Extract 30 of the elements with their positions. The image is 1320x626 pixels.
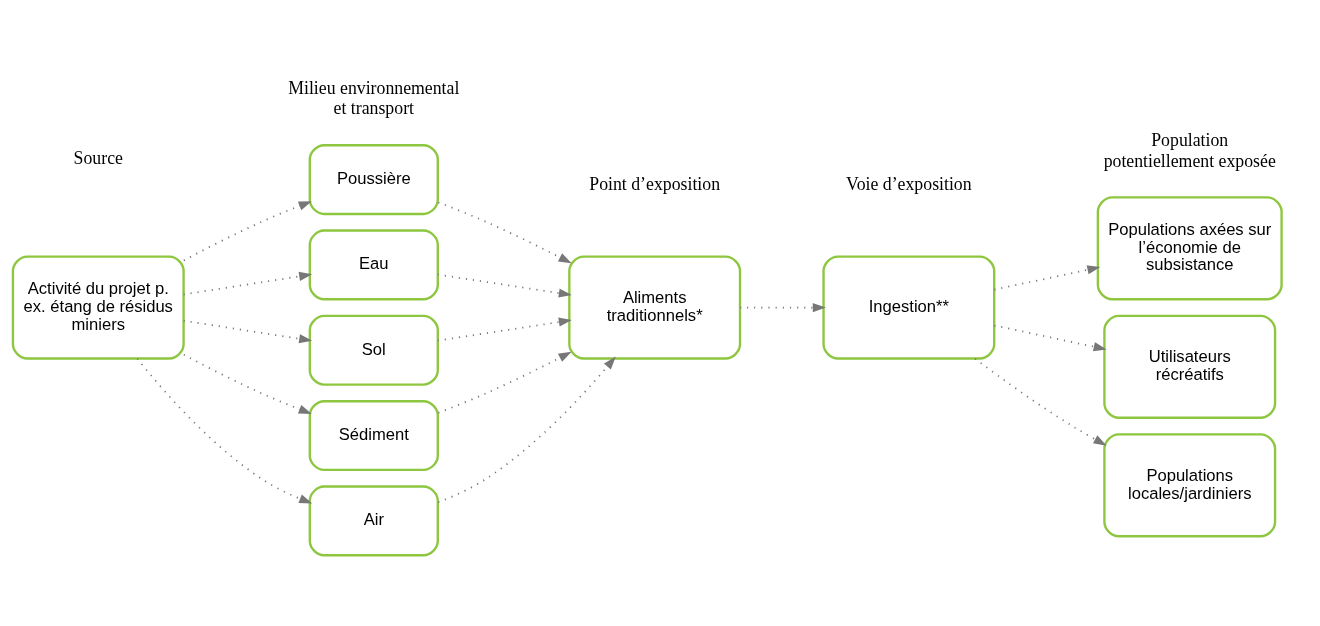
arrow — [993, 264, 1101, 290]
arrow — [437, 351, 572, 414]
node-box: Sédiment — [308, 399, 439, 471]
label: Point d’exposition — [589, 173, 721, 194]
node-box: Utilisateurs récréatifs — [1103, 314, 1277, 419]
label: Source — [73, 147, 123, 168]
arrow — [437, 200, 572, 263]
node-box: Populations locales/jardiniers — [1103, 432, 1277, 537]
arrow — [739, 302, 826, 312]
arrow — [136, 357, 313, 504]
arrow — [974, 357, 1107, 446]
node-box: Sol — [308, 314, 439, 386]
node-box: Eau — [308, 228, 439, 300]
node-box: Activité du projet p. ex. étang de résidus miniers — [11, 254, 185, 360]
label: Milieu environnemental et transport — [288, 77, 460, 118]
node-box: Aliments traditionnels* — [568, 254, 742, 360]
node-box: Air — [308, 484, 439, 556]
arrow — [436, 317, 572, 341]
node-box: Poussière — [308, 143, 439, 215]
arrow — [182, 319, 313, 343]
arrow — [993, 324, 1107, 351]
arrow — [182, 200, 312, 261]
arrow — [182, 353, 312, 414]
arrow — [436, 273, 572, 298]
arrow — [437, 356, 616, 503]
label: Population potentiellement exposée — [1103, 129, 1276, 171]
arrow — [182, 271, 313, 295]
node-box: Ingestion** — [822, 254, 996, 360]
node-box: Populations axées sur l’économie de subsistance — [1096, 195, 1283, 300]
label: Voie d’exposition — [846, 173, 972, 194]
